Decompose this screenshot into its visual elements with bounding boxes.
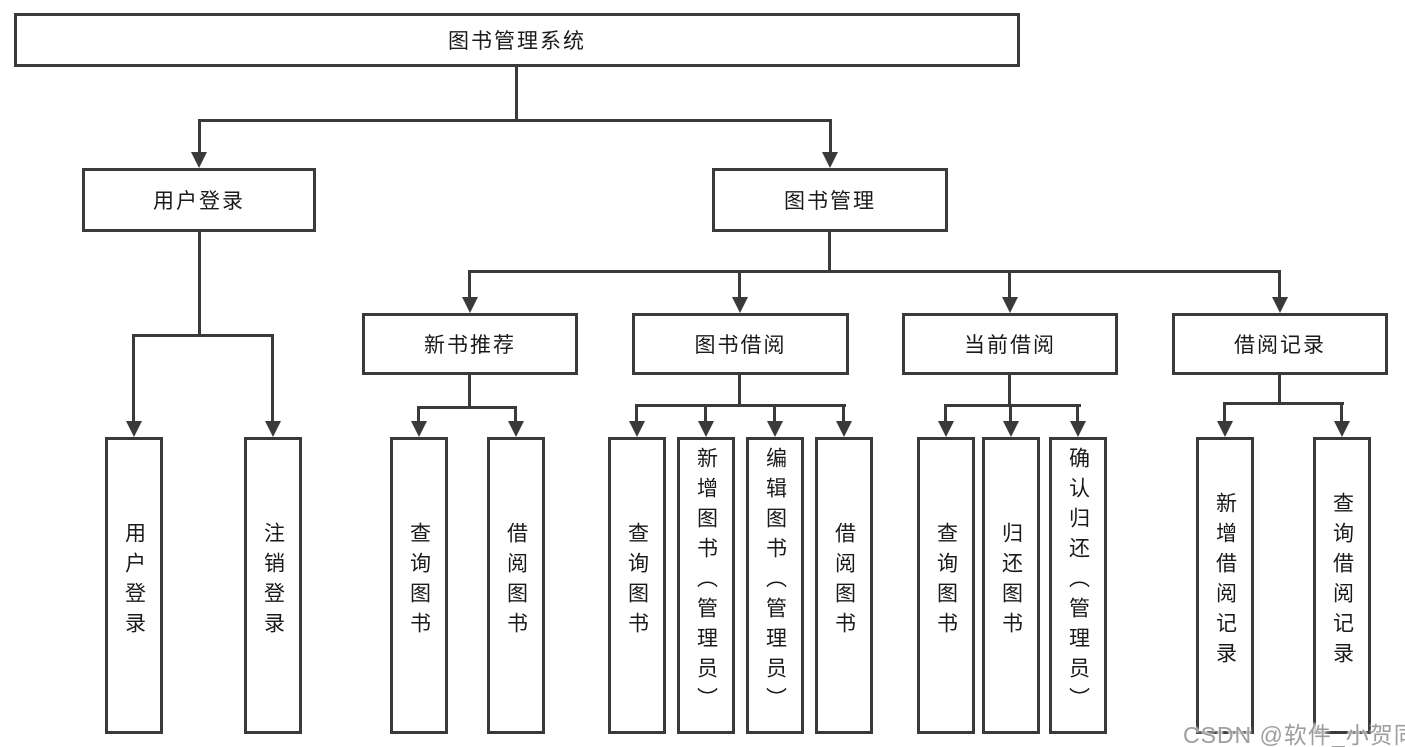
edge-drop [944, 404, 947, 423]
edge-drop [704, 404, 707, 423]
arrowhead-down-icon [1217, 421, 1233, 437]
leaf-return-books-label: 归还图书 [999, 521, 1023, 642]
edge-drop [1008, 270, 1011, 300]
arrowhead-down-icon [732, 297, 748, 313]
arrowhead-down-icon [1334, 421, 1350, 437]
edge-drop [1076, 404, 1079, 423]
edge-drop [1278, 270, 1281, 300]
arrowhead-down-icon [411, 421, 427, 437]
arrowhead-down-icon [1070, 421, 1086, 437]
node-new-book-recommend-label: 新书推荐 [424, 334, 516, 357]
node-user-login: 用户登录 [82, 168, 316, 232]
leaf-user-login: 用户登录 [105, 437, 163, 734]
edge-drop [738, 270, 741, 300]
node-current-borrow-label: 当前借阅 [964, 334, 1056, 357]
arrowhead-down-icon [265, 421, 281, 437]
edge-current-vline [1008, 374, 1011, 407]
edge-drop [1009, 404, 1012, 423]
edge-records-hline [1223, 402, 1344, 405]
node-borrow-records-label: 借阅记录 [1234, 334, 1326, 357]
arrowhead-down-icon [462, 297, 478, 313]
edge-borrow-vline [738, 374, 741, 407]
edge-drop [773, 404, 776, 423]
edge-drop [417, 406, 420, 423]
leaf-query-books-current-label: 查询图书 [934, 521, 958, 642]
edge-recommend-vline [468, 374, 471, 409]
edge-drop [198, 119, 201, 155]
arrowhead-down-icon [1003, 421, 1019, 437]
edge-drop [132, 334, 135, 423]
csdn-watermark: CSDN @软件_小贺同学 [1183, 722, 1405, 747]
leaf-query-books-recommend-label: 查询图书 [407, 521, 431, 642]
leaf-return-books: 归还图书 [982, 437, 1040, 734]
edge-drop [829, 119, 832, 155]
edge-drop [271, 334, 274, 423]
edge-current-hline [944, 404, 1081, 407]
node-book-management-label: 图书管理 [784, 190, 876, 213]
node-user-login-label: 用户登录 [153, 190, 245, 213]
edge-recommend-hline [417, 406, 517, 409]
node-root-label: 图书管理系统 [448, 30, 586, 53]
leaf-add-books-admin: 新增图书（管理员） [677, 437, 735, 734]
leaf-borrow-books-recommend: 借阅图书 [487, 437, 545, 734]
edge-root-vline [515, 67, 518, 122]
leaf-query-books-current: 查询图书 [917, 437, 975, 734]
leaf-confirm-return-admin: 确认归还（管理员） [1049, 437, 1107, 734]
leaf-add-borrow-record: 新增借阅记录 [1196, 437, 1254, 734]
edge-bookmgmt-vline [828, 232, 831, 273]
leaf-query-books-recommend: 查询图书 [390, 437, 448, 734]
leaf-edit-books-admin: 编辑图书（管理员） [746, 437, 804, 734]
leaf-borrow-books-recommend-label: 借阅图书 [504, 521, 528, 642]
leaf-query-borrow-record: 查询借阅记录 [1313, 437, 1371, 734]
edge-drop [468, 270, 471, 300]
edge-drop [514, 406, 517, 423]
leaf-add-books-admin-label: 新增图书（管理员） [694, 446, 718, 717]
leaf-borrow-books-label: 借阅图书 [832, 521, 856, 642]
edge-bookmgmt-hline [468, 270, 1281, 273]
leaf-logout-label: 注销登录 [261, 521, 285, 642]
node-new-book-recommend: 新书推荐 [362, 313, 578, 375]
edge-userlogin-hline [132, 334, 274, 337]
leaf-query-borrow-record-label: 查询借阅记录 [1330, 491, 1354, 672]
arrowhead-down-icon [836, 421, 852, 437]
leaf-query-books-borrow: 查询图书 [608, 437, 666, 734]
leaf-confirm-return-admin-label: 确认归还（管理员） [1066, 446, 1090, 717]
leaf-borrow-books: 借阅图书 [815, 437, 873, 734]
edge-records-vline [1278, 374, 1281, 405]
arrowhead-down-icon [126, 421, 142, 437]
node-book-borrow-label: 图书借阅 [694, 334, 787, 357]
edge-drop [1223, 402, 1226, 423]
arrowhead-down-icon [698, 421, 714, 437]
leaf-query-books-borrow-label: 查询图书 [625, 521, 649, 642]
node-book-management: 图书管理 [712, 168, 948, 232]
edge-drop [1340, 402, 1343, 423]
leaf-user-login-label: 用户登录 [122, 521, 146, 642]
edge-drop [842, 404, 845, 423]
edge-userlogin-vline [198, 230, 201, 337]
arrowhead-down-icon [767, 421, 783, 437]
leaf-edit-books-admin-label: 编辑图书（管理员） [763, 446, 787, 717]
leaf-add-borrow-record-label: 新增借阅记录 [1213, 491, 1237, 672]
arrowhead-down-icon [938, 421, 954, 437]
edge-drop [635, 404, 638, 423]
arrowhead-down-icon [822, 152, 838, 168]
arrowhead-down-icon [629, 421, 645, 437]
leaf-logout: 注销登录 [244, 437, 302, 734]
edge-root-hline [198, 119, 832, 122]
arrowhead-down-icon [191, 152, 207, 168]
edge-borrow-hline [635, 404, 846, 407]
arrowhead-down-icon [508, 421, 524, 437]
arrowhead-down-icon [1002, 297, 1018, 313]
node-borrow-records: 借阅记录 [1172, 313, 1388, 375]
node-root: 图书管理系统 [14, 13, 1020, 67]
node-current-borrow: 当前借阅 [902, 313, 1118, 375]
arrowhead-down-icon [1272, 297, 1288, 313]
node-book-borrow: 图书借阅 [632, 313, 849, 375]
